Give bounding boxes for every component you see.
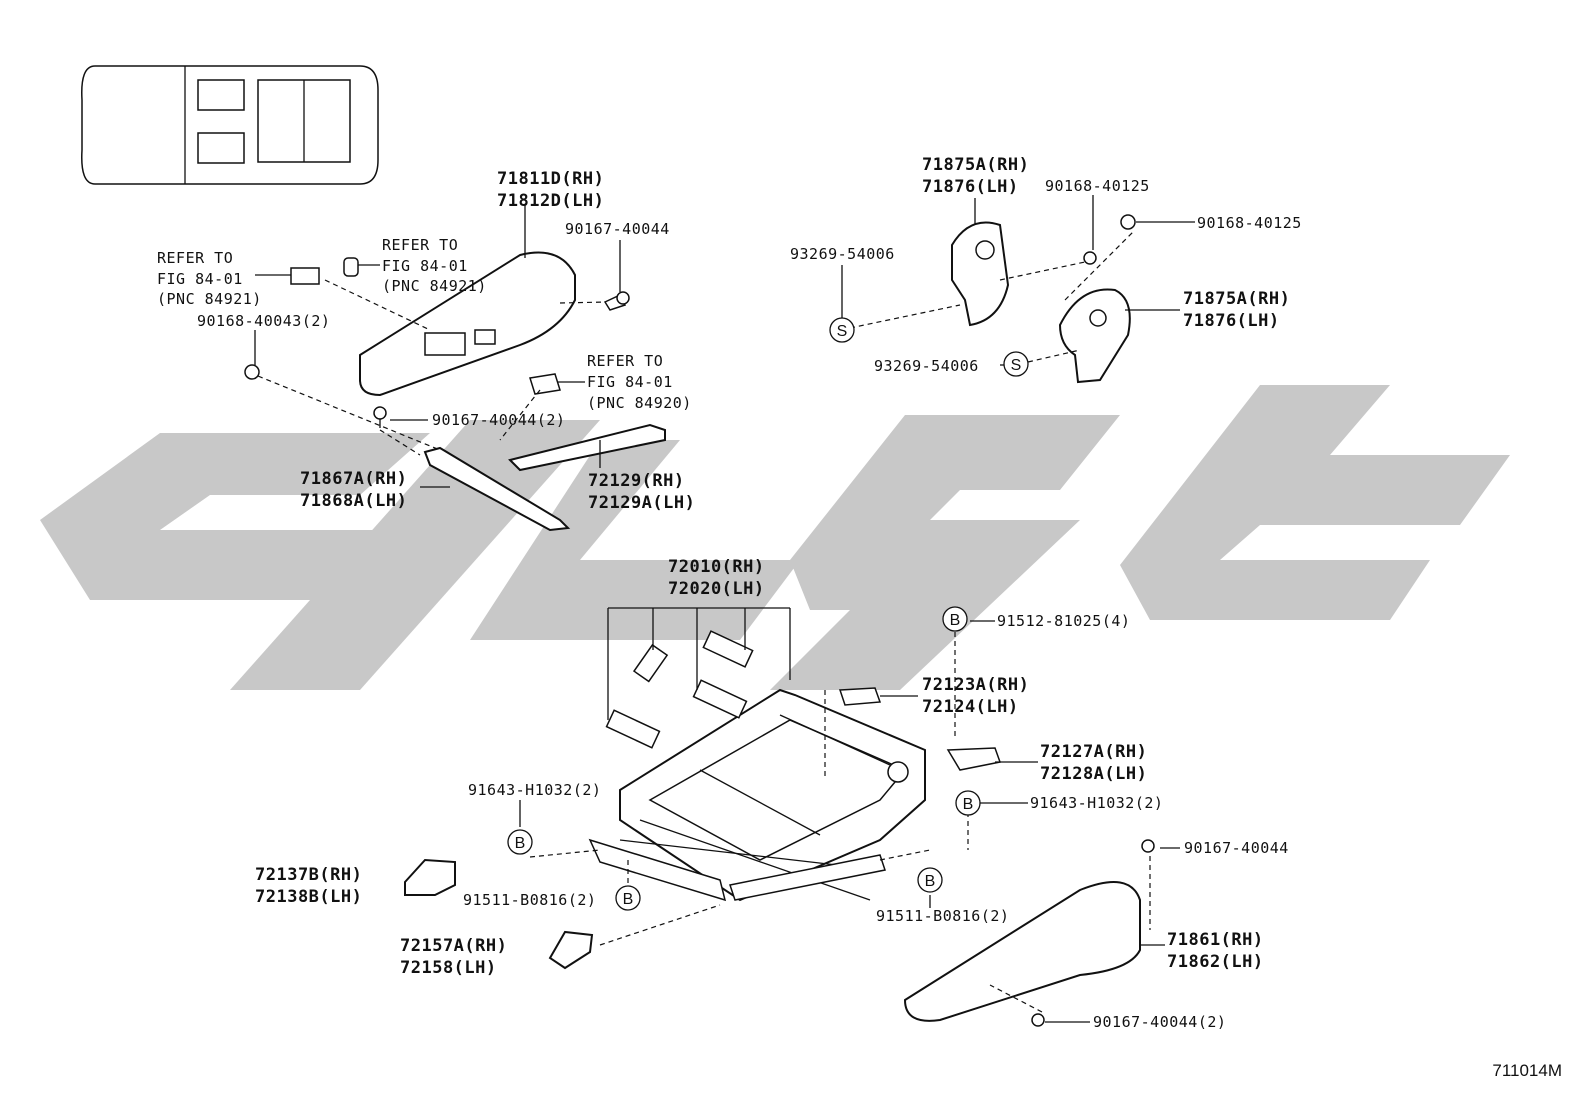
diagram-code: 711014M — [1492, 1061, 1562, 1080]
label-72123-rh: 72123A(RH) — [922, 675, 1029, 695]
label-72010-rh: 72010(RH) — [668, 557, 765, 577]
hinge-cover-lower — [1058, 288, 1131, 384]
screw-90167-top — [603, 291, 630, 311]
seat-adjuster-frame — [619, 688, 926, 902]
bracket-72127A — [946, 747, 1001, 771]
svg-text:B: B — [950, 612, 961, 629]
svg-text:S: S — [1011, 357, 1022, 374]
label-90167-bottom: 90167-40044(2) — [1093, 1013, 1226, 1031]
marker-s-1: S — [829, 317, 855, 343]
label-refer-b-2: FIG 84-01 — [382, 257, 468, 275]
marker-b-4: B — [615, 885, 641, 911]
label-refer-b-1: REFER TO — [382, 236, 458, 254]
label-72127-rh: 72127A(RH) — [1040, 742, 1147, 762]
label-refer-b-3: (PNC 84921) — [382, 277, 487, 295]
label-90167-right: 90167-40044 — [1184, 839, 1289, 857]
svg-text:B: B — [963, 796, 974, 813]
label-71875-mid-rh: 71875A(RH) — [1183, 289, 1290, 309]
svg-text:B: B — [515, 835, 526, 852]
label-72127-lh: 72128A(LH) — [1040, 764, 1147, 784]
slider-rail-left — [588, 838, 727, 902]
label-71811-lh: 71812D(LH) — [497, 191, 604, 211]
screw-90167-40044-right — [1141, 839, 1155, 853]
label-refer-a-1: REFER TO — [157, 249, 233, 267]
label-90167-40044-2: 90167-40044(2) — [432, 411, 565, 429]
svg-text:S: S — [837, 323, 848, 340]
label-refer-c-3: (PNC 84920) — [587, 394, 692, 412]
marker-b-2: B — [955, 790, 981, 816]
marker-b-1: B — [942, 606, 968, 632]
label-91512: 91512-81025(4) — [997, 612, 1130, 630]
assembly-dashed-lines — [257, 229, 1151, 1013]
vehicle-inset-icon — [81, 65, 379, 185]
label-72157-lh: 72158(LH) — [400, 958, 497, 978]
svg-text:B: B — [623, 891, 634, 908]
slider-rail-right — [729, 854, 886, 901]
label-refer-c-2: FIG 84-01 — [587, 373, 673, 391]
label-72129-lh: 72129A(LH) — [588, 493, 695, 513]
label-90167-top: 90167-40044 — [565, 220, 670, 238]
screw-90168-40125-b — [1120, 214, 1136, 230]
label-72123-lh: 72124(LH) — [922, 697, 1019, 717]
label-71811-rh: 71811D(RH) — [497, 169, 604, 189]
marker-s-2: S — [1003, 351, 1029, 377]
label-71861-rh: 71861(RH) — [1167, 930, 1264, 950]
label-72129-rh: 72129(RH) — [588, 471, 685, 491]
label-72137-lh: 72138B(LH) — [255, 887, 362, 907]
screw-90168-40125-a — [1083, 251, 1097, 265]
clip-pnc-84921-left — [290, 267, 320, 285]
clip-pnc-84921-right — [343, 257, 359, 277]
label-71875-mid-lh: 71876(LH) — [1183, 311, 1280, 331]
label-72137-rh: 72137B(RH) — [255, 865, 362, 885]
label-71875-top-lh: 71876(LH) — [922, 177, 1019, 197]
label-refer-c-1: REFER TO — [587, 352, 663, 370]
label-71867-rh: 71867A(RH) — [300, 469, 407, 489]
adjuster-motor-2 — [702, 630, 754, 668]
marker-b-5: B — [917, 867, 943, 893]
screw-90168-40043 — [244, 364, 260, 380]
label-72157-rh: 72157A(RH) — [400, 936, 507, 956]
marker-b-3: B — [507, 829, 533, 855]
svg-text:B: B — [925, 873, 936, 890]
label-91643-right: 91643-H1032(2) — [1030, 794, 1163, 812]
outer-side-shield-lower — [903, 881, 1141, 1022]
label-71875-top-rh: 71875A(RH) — [922, 155, 1029, 175]
cover-72157A — [548, 930, 594, 970]
label-90168-40125-b: 90168-40125 — [1197, 214, 1302, 232]
reinforcement-bar-72129 — [508, 423, 666, 472]
bracket-71867A — [423, 446, 571, 532]
adjuster-motor-3 — [692, 679, 748, 719]
adjuster-motor-1 — [632, 643, 669, 683]
label-91643-left: 91643-H1032(2) — [468, 781, 601, 799]
hinge-cover-upper — [951, 221, 1010, 327]
screw-90167-40044-bottom — [1031, 1013, 1045, 1027]
label-90168-40125-a: 90168-40125 — [1045, 177, 1150, 195]
label-93269-a: 93269-54006 — [790, 245, 895, 263]
leader-lines — [254, 195, 1195, 1023]
cover-72137B — [404, 858, 456, 896]
watermark-logo — [40, 385, 1510, 690]
seat-side-shield-upper — [359, 251, 576, 397]
screw-90167-40044-2 — [373, 406, 387, 428]
label-refer-a-3: (PNC 84921) — [157, 290, 262, 308]
label-71861-lh: 71862(LH) — [1167, 952, 1264, 972]
label-refer-a-2: FIG 84-01 — [157, 270, 243, 288]
label-91511-right: 91511-B0816(2) — [876, 907, 1009, 925]
adjuster-motor-4 — [605, 709, 661, 749]
label-93269-b: 93269-54006 — [874, 357, 979, 375]
label-90168-40043: 90168-40043(2) — [197, 312, 330, 330]
label-91511-left: 91511-B0816(2) — [463, 891, 596, 909]
label-71867-lh: 71868A(LH) — [300, 491, 407, 511]
cable-72123A — [838, 687, 882, 706]
clip-pnc-84920 — [529, 373, 561, 395]
label-72010-lh: 72020(LH) — [668, 579, 765, 599]
